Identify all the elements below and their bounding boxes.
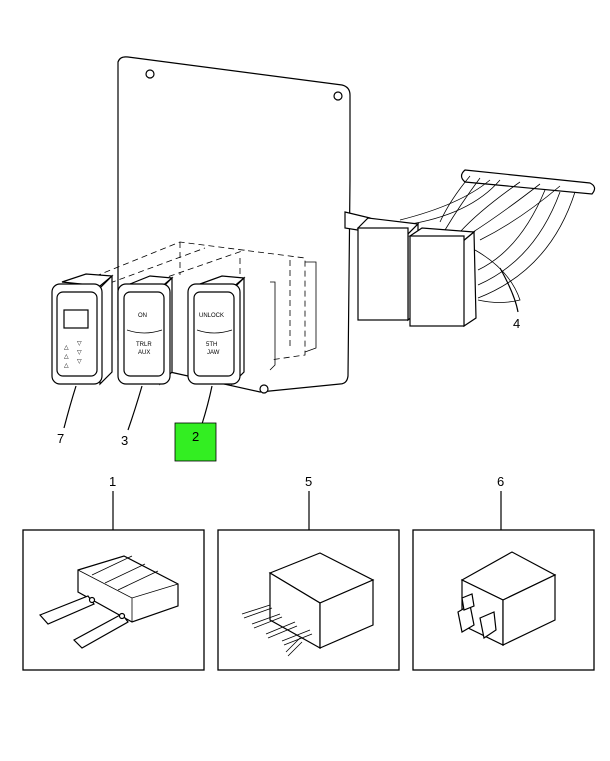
aux-switch-on-label: ON [138,313,147,319]
jaw-switch-name-line2: JAW [207,350,220,356]
part-box-5-relay [217,529,400,671]
callout-3[interactable]: 3 [121,433,128,448]
relay-socket-right [408,227,477,328]
indicator-arrow-up-1: △ [64,345,69,351]
part-box-6-relay [412,529,595,671]
relay-socket-left [356,217,420,322]
panel-screw-bottom [259,384,269,394]
aux-switch-name-line1: TRLR [136,342,152,348]
aux-switch-name-line2: AUX [138,350,150,356]
callout-4[interactable]: 4 [513,316,520,331]
indicator-arrow-down-3: ▽ [77,359,82,365]
callout-6[interactable]: 6 [497,474,504,489]
indicator-arrow-down-1: ▽ [77,341,82,347]
switch-bracket [85,241,317,371]
jaw-switch-unlock-label: UNLOCK [199,313,224,319]
indicator-switch: △ △ △ ▽ ▽ ▽ [51,273,114,386]
indicator-arrow-down-2: ▽ [77,350,82,356]
indicator-arrow-up-2: △ [64,354,69,360]
callout-7[interactable]: 7 [57,431,64,446]
leader-line-7 [63,385,77,429]
part-box-1-fuse [22,529,205,671]
callout-5[interactable]: 5 [305,474,312,489]
leader-line-2 [201,385,213,425]
indicator-display [63,309,89,329]
leader-line-3 [127,385,143,431]
jaw-switch-name-line1: 5TH [206,342,217,348]
indicator-arrow-up-3: △ [64,363,69,369]
panel-screw-top-right [333,91,343,101]
panel-screw-top-left [145,69,155,79]
callout-2[interactable]: 2 [192,429,199,444]
leader-line-4 [499,267,519,313]
mounting-panel [117,56,351,394]
trailer-aux-switch: ON TRLR AUX [117,275,174,386]
callout-2-highlight[interactable] [174,422,217,462]
callout-1[interactable]: 1 [109,474,116,489]
fifth-wheel-jaw-switch: UNLOCK 5TH JAW [187,275,246,386]
